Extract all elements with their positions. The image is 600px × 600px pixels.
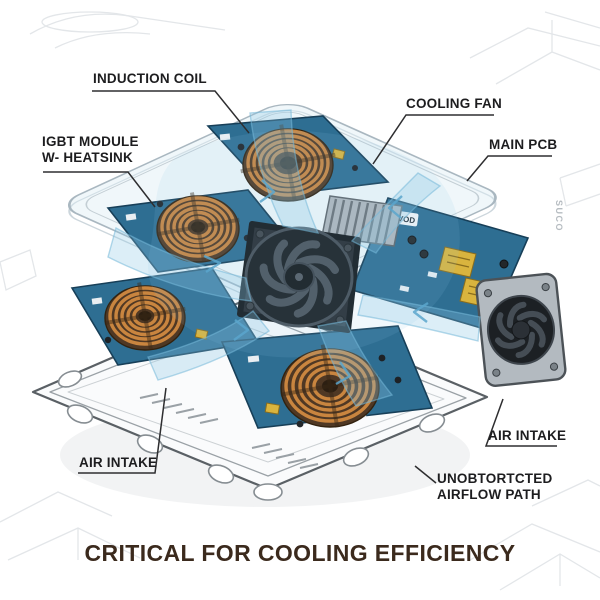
callout-air-intake-left: AIR INTAKE	[79, 455, 158, 470]
cooling-fan-unit	[237, 221, 361, 333]
callout-igbt-line2: W- HEATSINK	[42, 150, 133, 166]
diagram-title: CRITICAL FOR COOLING EFFICIENCY	[84, 540, 516, 566]
callout-igbt-module: IGBT MODULE W- HEATSINK	[42, 134, 139, 167]
callout-airflow-line1: UNOBTORTCTED	[437, 471, 553, 486]
leader-induction-coil	[92, 90, 250, 134]
side-intake-fan	[475, 272, 567, 387]
leader-igbt-module	[43, 171, 156, 208]
leader-main-pcb	[466, 155, 552, 182]
callout-main-pcb: MAIN PCB	[489, 137, 558, 152]
callout-airflow-line2: AIRFLOW PATH	[437, 487, 541, 503]
side-fan-blades	[494, 301, 548, 359]
base-feet-tabs	[57, 370, 446, 501]
airflow-arrows	[203, 179, 429, 386]
side-fan-screws	[483, 282, 559, 377]
pcb-silkscreen-text: VOD	[397, 214, 416, 225]
base-vent-slots	[139, 393, 319, 469]
induction-coil-left	[156, 192, 240, 263]
induction-coil-lower-left	[104, 282, 186, 351]
leader-cooling-fan	[372, 114, 494, 165]
leader-air-intake-left	[78, 387, 167, 474]
leader-airflow-path	[414, 465, 437, 484]
callout-cooling-fan: COOLING FAN	[406, 96, 502, 111]
callout-airflow-path: UNOBTORTCTED AIRFLOW PATH	[437, 471, 552, 504]
leader-air-intake-right	[484, 398, 557, 447]
callout-leader-lines	[43, 90, 557, 484]
callout-air-intake-right: AIR INTAKE	[488, 428, 567, 443]
background-sketch-lines	[0, 11, 600, 591]
callout-igbt-line1: IGBT MODULE	[42, 134, 139, 149]
airflow-streams	[107, 109, 481, 407]
callout-induction-coil: INDUCTION COIL	[93, 71, 207, 86]
side-vertical-marking: SUCO	[554, 200, 564, 232]
